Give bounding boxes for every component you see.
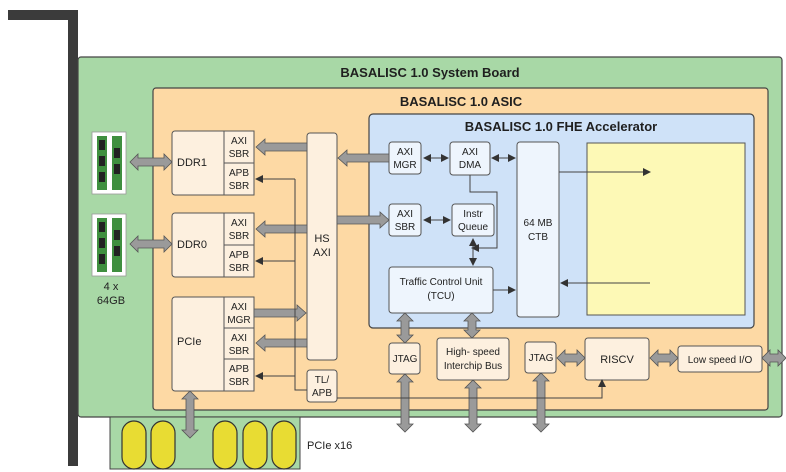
compute-array-block	[587, 143, 745, 315]
accel-axi-mgr-l1: AXI	[397, 147, 413, 158]
tcu-block	[389, 267, 493, 313]
tl-apb-l2: APB	[312, 388, 332, 399]
axi-dma-l1: AXI	[462, 147, 478, 158]
tl-apb-l1: TL/	[315, 375, 330, 386]
pcie-apb-sbr-l2: SBR	[229, 377, 250, 388]
ddr0-apb-sbr-l2: SBR	[229, 263, 250, 274]
pcie-apb-sbr-l1: APB	[229, 364, 249, 375]
ctb-l2: CTB	[528, 232, 548, 243]
ddr0-label: DDR0	[177, 239, 207, 251]
accelerator-title: BASALISC 1.0 FHE Accelerator	[465, 119, 657, 134]
memory-size: 64GB	[97, 295, 125, 307]
ddr0-axi-sbr-l1: AXI	[231, 218, 247, 229]
pcie-axi-sbr-l1: AXI	[231, 333, 247, 344]
ddr1-label: DDR1	[177, 157, 207, 169]
low-speed-io-label: Low speed I/O	[688, 355, 753, 366]
axi-dma-l2: DMA	[459, 160, 482, 171]
board-title: BASALISC 1.0 System Board	[340, 65, 519, 80]
ddr1-apb-sbr-l1: APB	[229, 168, 249, 179]
ddr1-axi-sbr-l1: AXI	[231, 136, 247, 147]
memory-module-icon	[92, 132, 126, 194]
memory-module-icon	[92, 214, 126, 276]
ddr0-apb-sbr-l1: APB	[229, 250, 249, 261]
jtag-right-label: JTAG	[529, 353, 554, 364]
interchip-bus-block	[437, 338, 509, 380]
ddr0-axi-sbr-l2: SBR	[229, 231, 250, 242]
pcie-axi-sbr-l2: SBR	[229, 346, 250, 357]
interchip-l2: Interchip Bus	[444, 361, 502, 372]
pcie-axi-mgr-l2: MGR	[227, 315, 250, 326]
accel-axi-sbr-l2: SBR	[395, 222, 416, 233]
instr-queue-l1: Instr	[463, 209, 483, 220]
pcie-axi-mgr-l1: AXI	[231, 302, 247, 313]
tcu-l1: Traffic Control Unit	[400, 277, 483, 288]
riscv-label: RISCV	[600, 354, 634, 366]
pcie-x16-connector	[110, 417, 300, 469]
ctb-l1: 64 MB	[524, 218, 553, 229]
accel-axi-sbr-l1: AXI	[397, 209, 413, 220]
ddr1-apb-sbr-l2: SBR	[229, 181, 250, 192]
ctb-block	[517, 142, 559, 317]
instr-queue-l2: Queue	[458, 222, 488, 233]
accel-axi-mgr-l2: MGR	[393, 160, 416, 171]
interchip-l1: High- speed	[446, 347, 500, 358]
memory-count: 4 x	[104, 281, 119, 293]
jtag-left-label: JTAG	[393, 354, 418, 365]
tcu-l2: (TCU)	[427, 291, 454, 302]
hs-axi-l1: HS	[314, 233, 329, 245]
asic-title: BASALISC 1.0 ASIC	[400, 94, 523, 109]
pcie-label: PCIe	[177, 336, 201, 348]
card-bracket	[8, 10, 78, 466]
pcie-x16-label: PCIe x16	[307, 440, 352, 452]
ddr1-axi-sbr-l2: SBR	[229, 149, 250, 160]
hs-axi-l2: AXI	[313, 247, 331, 259]
